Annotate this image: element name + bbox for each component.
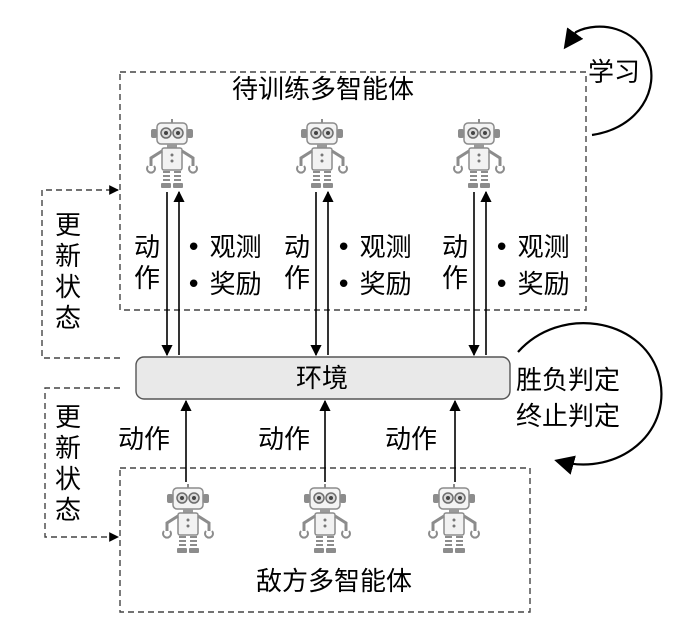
- trainee-group-box: [119, 71, 587, 311]
- update-state-trainee-arrow: [41, 185, 120, 359]
- robot-icon: [452, 118, 506, 190]
- update-state-enemy-arrow: [44, 387, 120, 542]
- robot-icon: [427, 483, 481, 555]
- trainee-1-observe-label: • 观测: [186, 233, 262, 263]
- robot-icon: [295, 118, 349, 190]
- environment-box: [135, 356, 511, 400]
- learn-label: 学习: [588, 58, 641, 88]
- update-state-trainee-label: 更新状态: [54, 211, 81, 334]
- trainee-3-reward-label: • 奖励: [494, 270, 570, 300]
- trainee-3-action-label: 动作: [441, 233, 468, 294]
- trainee-3-observe-label: • 观测: [494, 233, 570, 263]
- robot-icon: [145, 118, 199, 190]
- trainee-1-reward-label: • 奖励: [186, 270, 262, 300]
- robot-icon: [298, 483, 352, 555]
- trainee-2-reward-label: • 奖励: [336, 270, 412, 300]
- judgement-line-2: 终止判定: [516, 402, 621, 432]
- trainee-2-observe-label: • 观测: [336, 233, 412, 263]
- judgement-line-1: 胜负判定: [516, 366, 621, 396]
- trainee-group-title: 待训练多智能体: [232, 75, 415, 105]
- trainee-1-action-label: 动作: [133, 233, 160, 294]
- trainee-2-action-label: 动作: [283, 233, 310, 294]
- environment-label: 环境: [296, 364, 349, 394]
- judgement-cycle-arrow-icon: [517, 322, 663, 475]
- update-state-enemy-label: 更新状态: [54, 403, 81, 526]
- robot-icon: [161, 483, 215, 555]
- enemy-3-action-label: 动作: [385, 425, 438, 455]
- learning-cycle-arrow-icon: [563, 25, 653, 137]
- enemy-2-action-label: 动作: [258, 425, 311, 455]
- enemy-group-title: 敌方多智能体: [256, 567, 413, 597]
- enemy-1-action-label: 动作: [118, 425, 171, 455]
